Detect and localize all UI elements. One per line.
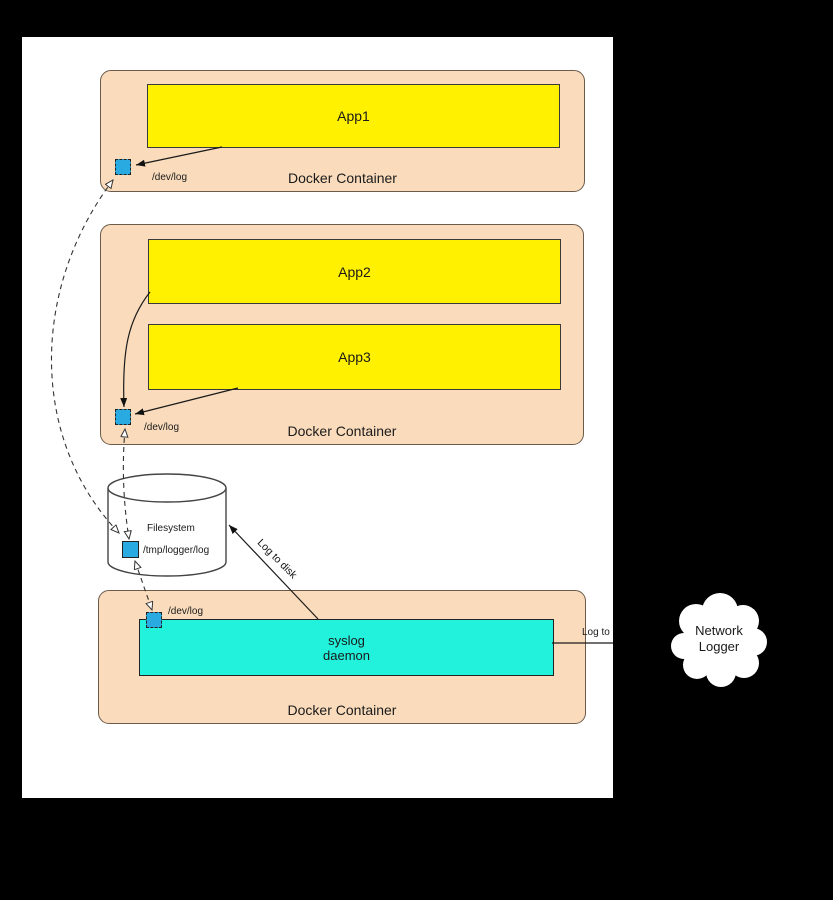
docker-container-3-label: Docker Container — [287, 702, 397, 718]
docker-container-2-label: Docker Container — [287, 423, 397, 439]
dev-log-label-1: /dev/log — [152, 172, 188, 183]
app3-box: App3 — [148, 324, 561, 390]
syslog-daemon-box: syslog daemon — [139, 619, 554, 676]
app1-label: App1 — [337, 108, 370, 124]
docker-container-1-label: Docker Container — [288, 170, 397, 186]
app3-label: App3 — [338, 349, 371, 365]
dev-log-label-2: /dev/log — [144, 422, 180, 433]
dev-log-socket-icon-1 — [115, 159, 131, 175]
dev-log-socket-icon-2 — [115, 409, 131, 425]
syslog-daemon-label: syslog daemon — [323, 632, 370, 663]
tmp-logger-log-label: /tmp/logger/log — [143, 545, 210, 556]
app2-label: App2 — [338, 263, 371, 280]
app2-box: App2 — [148, 239, 561, 304]
filesystem-label: Filesystem — [147, 523, 195, 534]
dev-log-socket-icon-3 — [146, 612, 162, 628]
log-to-network-label: Log to — [582, 627, 610, 638]
network-logger-label: Network Logger — [695, 623, 743, 654]
dev-log-label-3: /dev/log — [168, 606, 204, 617]
tmp-logger-socket-icon — [122, 541, 139, 558]
app1-box: App1 — [147, 84, 560, 148]
